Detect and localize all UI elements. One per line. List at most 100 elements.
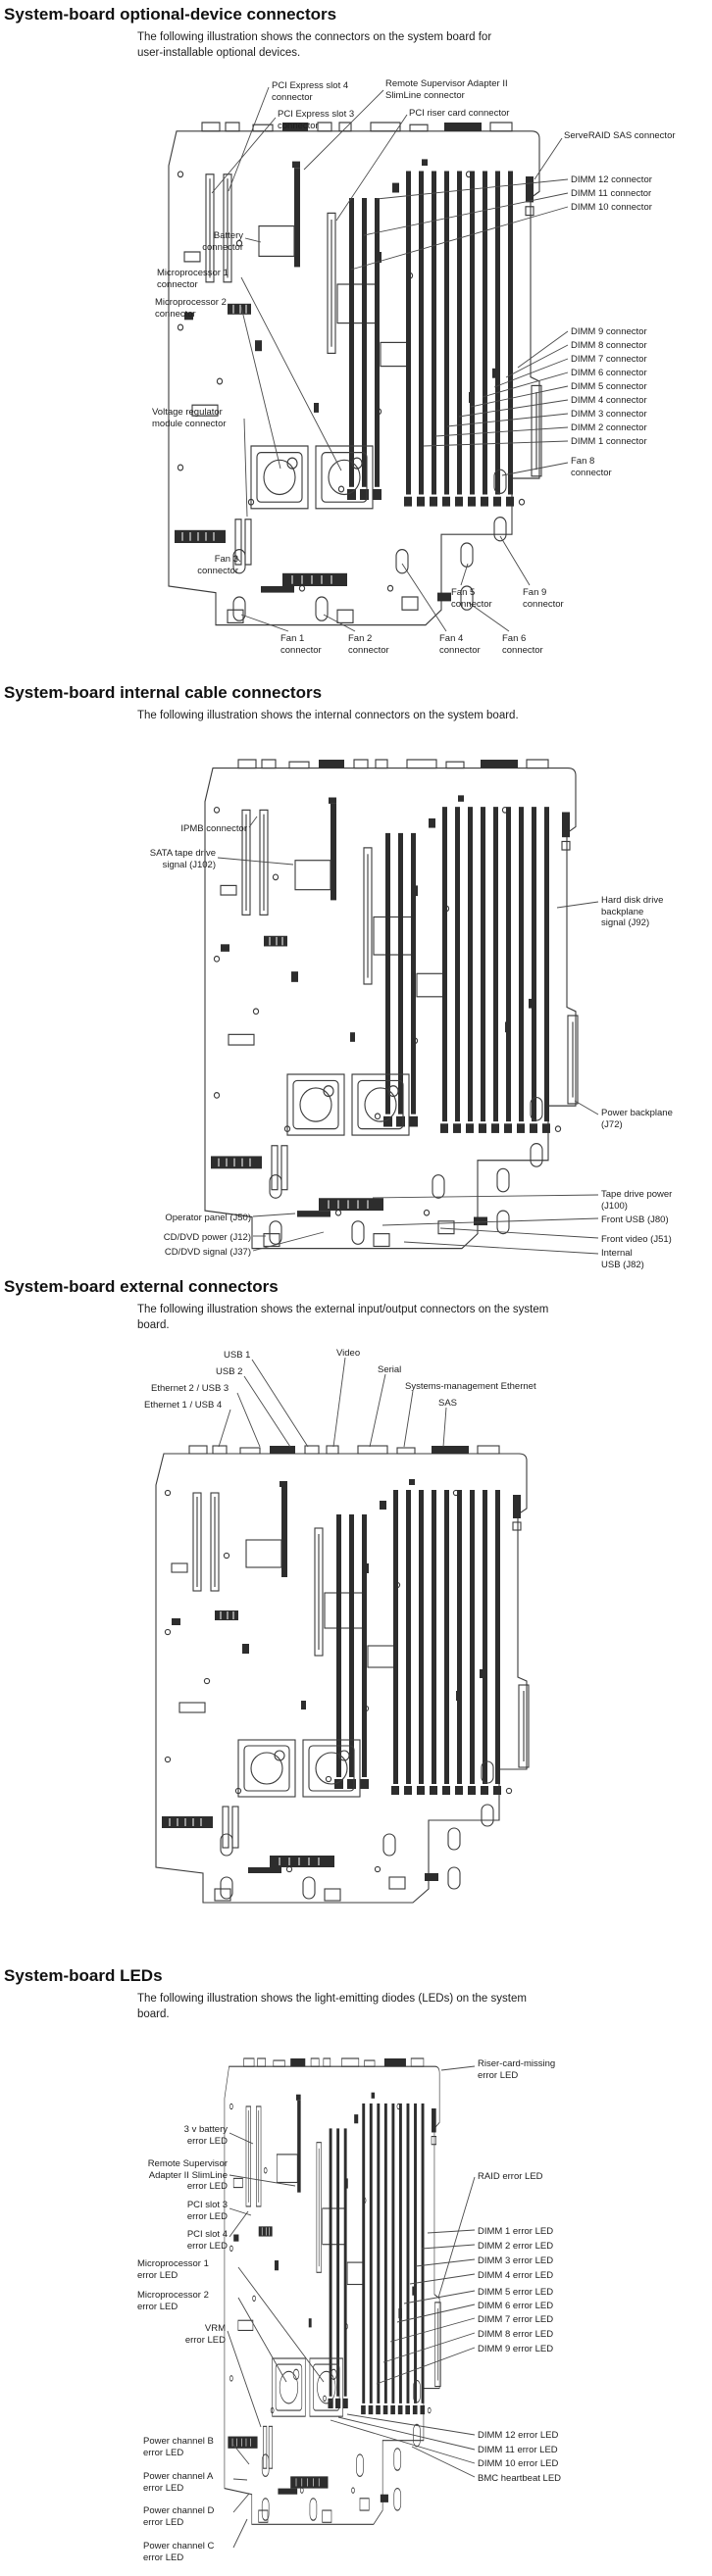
front-video-label: Front video (J51) bbox=[601, 1234, 672, 1245]
leader-line bbox=[240, 276, 342, 471]
fan-6-connector-label: Fan 6 connector bbox=[502, 633, 543, 656]
leader-line bbox=[482, 372, 569, 398]
pci-riser-card-connector-label: PCI riser card connector bbox=[409, 108, 510, 119]
pci-express-slot-4-connector-label: PCI Express slot 4 connector bbox=[272, 80, 349, 103]
microprocessor-1-error-led-label: Microprocessor 1 error LED bbox=[137, 2258, 209, 2281]
leader-line bbox=[421, 2244, 476, 2250]
riser-card-missing-error-led-label: Riser-card-missing error LED bbox=[478, 2058, 556, 2081]
leader-line bbox=[403, 2290, 476, 2304]
section-intro-leds: The following illustration shows the lig… bbox=[137, 1993, 527, 2020]
leader-line bbox=[446, 413, 569, 427]
section-heading-optional-device: System-board optional-device connectors bbox=[4, 5, 337, 24]
leader-line bbox=[243, 418, 248, 518]
tape-drive-power-label: Tape drive power (J100) bbox=[601, 1189, 673, 1212]
leader-line bbox=[218, 1409, 231, 1448]
leader-line bbox=[363, 192, 569, 236]
leader-line bbox=[403, 1390, 414, 1448]
leader-line bbox=[228, 86, 270, 192]
leader-line bbox=[227, 2330, 262, 2428]
3v-battery-error-led-label: 3 v battery error LED bbox=[183, 2124, 228, 2147]
leader-line bbox=[376, 2347, 476, 2385]
leader-line bbox=[389, 2317, 476, 2343]
leader-line bbox=[499, 535, 531, 586]
microprocessor-2-connector-label: Microprocessor 2 connector bbox=[155, 297, 227, 320]
leader-line bbox=[350, 206, 569, 271]
leader-line bbox=[217, 857, 294, 866]
battery-connector-label: Battery connector bbox=[202, 230, 243, 253]
leader-line bbox=[232, 2518, 248, 2549]
power-channel-c-error-led-label: Power channel C error LED bbox=[143, 2541, 215, 2563]
section-heading-external: System-board external connectors bbox=[4, 1277, 279, 1296]
dimm-10-connector-label: DIMM 10 connector bbox=[571, 202, 652, 213]
leader-line bbox=[236, 1392, 261, 1448]
dimm-9-error-led-label: DIMM 9 error LED bbox=[478, 2344, 554, 2354]
front-usb-label: Front USB (J80) bbox=[601, 1214, 669, 1225]
section-intro-optional-device: The following illustration shows the con… bbox=[137, 31, 492, 59]
pci-slot-4-error-led-label: PCI slot 4 error LED bbox=[186, 2229, 228, 2252]
system-board-drawing bbox=[224, 2057, 441, 2525]
leader-line bbox=[423, 440, 569, 447]
microprocessor-2-error-led-label: Microprocessor 2 error LED bbox=[137, 2290, 209, 2312]
leader-line bbox=[346, 2413, 476, 2436]
systems-management-ethernet-label: Systems-management Ethernet bbox=[405, 1381, 536, 1392]
leader-line bbox=[234, 555, 241, 563]
leader-lines bbox=[227, 2065, 476, 2549]
leader-line bbox=[337, 2416, 476, 2451]
dimm-12-error-led-label: DIMM 12 error LED bbox=[478, 2430, 559, 2441]
leader-line bbox=[243, 1375, 291, 1448]
leader-line bbox=[427, 2229, 476, 2234]
leader-lines bbox=[217, 816, 599, 1255]
leader-line bbox=[460, 563, 469, 586]
leader-line bbox=[303, 89, 384, 171]
leader-line bbox=[240, 306, 281, 470]
fan-8-connector-label: Fan 8 connector bbox=[571, 456, 612, 478]
leader-line bbox=[501, 462, 569, 476]
dimm-11-error-led-label: DIMM 11 error LED bbox=[478, 2445, 558, 2455]
hard-disk-backplane-signal-label: Hard disk drive backplane signal (J92) bbox=[601, 895, 664, 928]
cd-dvd-power-label: CD/DVD power (J12) bbox=[163, 1232, 251, 1243]
system-board-drawing bbox=[155, 1445, 530, 1904]
leader-line bbox=[252, 1213, 296, 1217]
dimm-6-error-led-label: DIMM 6 error LED bbox=[478, 2301, 554, 2311]
leader-line bbox=[382, 2332, 476, 2363]
microprocessor-1-connector-label: Microprocessor 1 connector bbox=[157, 268, 229, 290]
vrm-error-led-label: VRM error LED bbox=[184, 2323, 226, 2346]
leader-line bbox=[437, 2176, 476, 2299]
dimm-10-error-led-label: DIMM 10 error LED bbox=[478, 2458, 559, 2469]
leader-line bbox=[330, 2419, 476, 2464]
video-label: Video bbox=[336, 1348, 361, 1359]
section-intro-external: The following illustration shows the ext… bbox=[137, 1304, 549, 1331]
leader-line bbox=[229, 2207, 252, 2216]
board-figure-leds: Riser-card-missing error LED 3 v battery … bbox=[0, 2031, 712, 2576]
dimm-2-connector-label: DIMM 2 connector bbox=[571, 422, 647, 433]
leader-line bbox=[232, 2444, 250, 2465]
leader-line bbox=[251, 1359, 309, 1448]
internal-usb-label: Internal USB (J82) bbox=[601, 1248, 644, 1270]
system-board-drawing bbox=[204, 759, 579, 1250]
power-channel-b-error-led-label: Power channel B error LED bbox=[143, 2436, 214, 2458]
raid-error-led-label: RAID error LED bbox=[478, 2171, 543, 2182]
ethernet-1-usb-4-label: Ethernet 1 / USB 4 bbox=[144, 1400, 223, 1411]
leader-line bbox=[244, 237, 262, 243]
leader-line bbox=[517, 330, 569, 369]
leader-line bbox=[229, 2174, 296, 2187]
leader-line bbox=[401, 563, 447, 632]
serveraid-sas-connector-label: ServeRAID SAS connector bbox=[564, 130, 676, 141]
dimm-11-connector-label: DIMM 11 connector bbox=[571, 188, 652, 199]
fan-9-connector-label: Fan 9 connector bbox=[523, 587, 564, 610]
dimm-3-error-led-label: DIMM 3 error LED bbox=[478, 2255, 554, 2266]
leader-line bbox=[442, 1407, 447, 1448]
dimm-4-error-led-label: DIMM 4 error LED bbox=[478, 2270, 554, 2281]
leader-line bbox=[396, 2304, 476, 2323]
operator-panel-label: Operator panel (J50) bbox=[165, 1213, 251, 1223]
dimm-1-connector-label: DIMM 1 connector bbox=[571, 436, 647, 447]
section-heading-internal-cable: System-board internal cable connectors bbox=[4, 683, 323, 702]
pci-slot-3-error-led-label: PCI slot 3 error LED bbox=[186, 2200, 228, 2222]
section-heading-leds: System-board LEDs bbox=[4, 1966, 163, 1985]
leader-line bbox=[376, 178, 569, 200]
usb-1-label: USB 1 bbox=[224, 1350, 251, 1361]
power-channel-a-error-led-label: Power channel A error LED bbox=[143, 2471, 214, 2494]
leader-line bbox=[252, 1231, 325, 1252]
leader-line bbox=[323, 614, 356, 632]
